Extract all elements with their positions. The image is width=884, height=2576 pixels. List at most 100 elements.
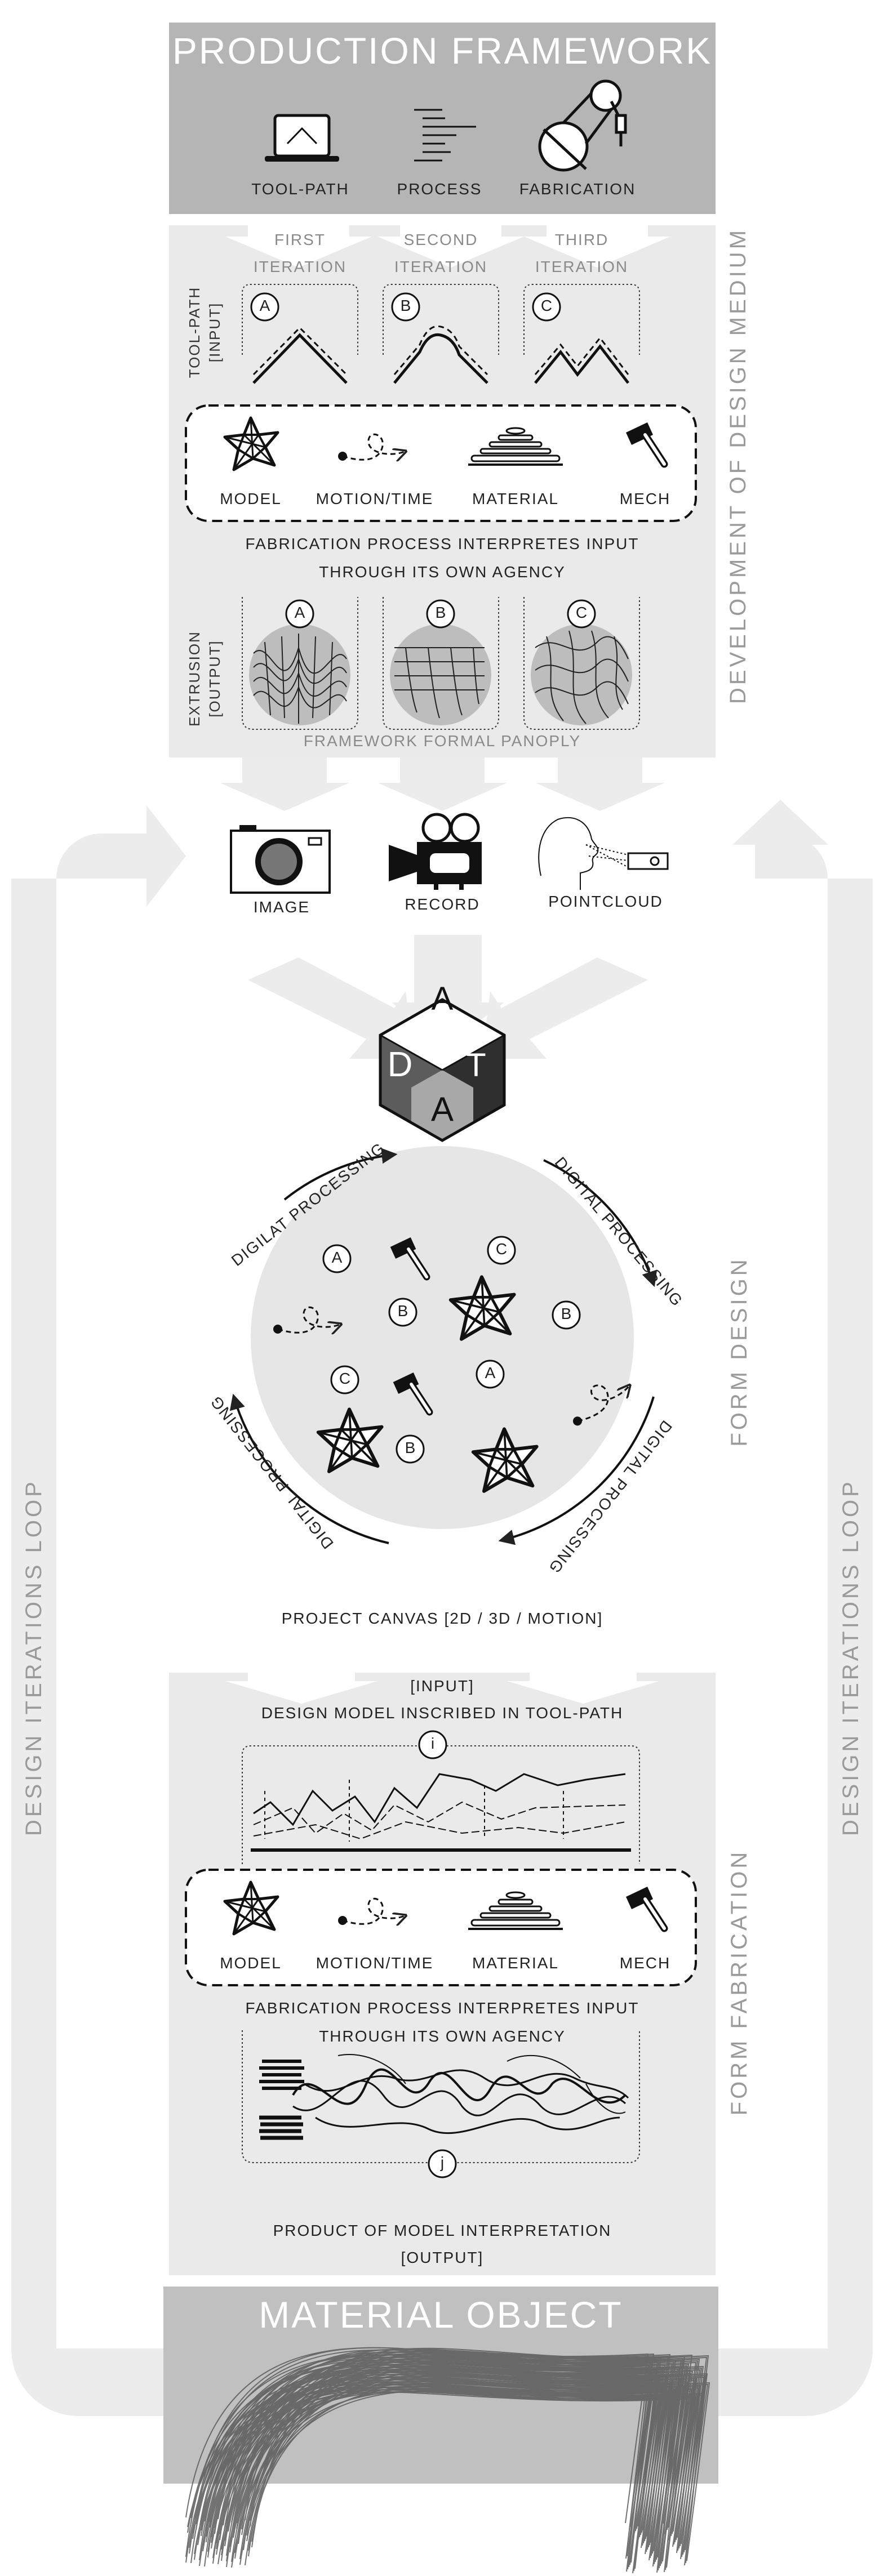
fab-toolpath-lines bbox=[251, 1773, 631, 1852]
medium-process-line2: THROUGH ITS OWN AGENCY bbox=[319, 563, 566, 581]
material-strand bbox=[248, 2385, 651, 2557]
agent-motion-label: MOTION/TIME bbox=[316, 490, 434, 507]
output-letter-circles bbox=[285, 599, 596, 629]
canvas-caption: PROJECT CANVAS [2D / 3D / MOTION] bbox=[281, 1610, 603, 1627]
extrusion-boxes bbox=[242, 597, 640, 730]
input-letter-a: A bbox=[259, 297, 270, 314]
agent-mech-label: MECH bbox=[619, 490, 671, 507]
pointcloud-scan-icon bbox=[538, 817, 669, 890]
iteration-1-line2: ITERATION bbox=[253, 258, 347, 275]
material-strand bbox=[189, 2382, 676, 2554]
input-letter-circles bbox=[250, 292, 561, 322]
iteration-3-line1: THIRD bbox=[554, 231, 609, 248]
output-letter-b: B bbox=[435, 604, 446, 621]
cube-letter-top: A bbox=[431, 981, 454, 1017]
material-strand bbox=[211, 2383, 674, 2543]
data-cube bbox=[379, 998, 506, 1142]
fab-input-line2: DESIGN MODEL INSCRIBED IN TOOL-PATH bbox=[261, 1704, 624, 1722]
medium-down-arrows bbox=[225, 225, 670, 268]
material-strand bbox=[251, 2374, 672, 2548]
iteration-2-line2: ITERATION bbox=[394, 258, 488, 275]
material-strand bbox=[229, 2350, 708, 2553]
fab-process-line1: FABRICATION PROCESS INTERPRETES INPUT bbox=[245, 1999, 639, 2017]
canvas-letter-circles bbox=[322, 1236, 581, 1464]
canvas-letter-7: B bbox=[405, 1439, 416, 1456]
list-lines-icon bbox=[414, 109, 476, 162]
loop-right-label: DESIGN ITERATIONS LOOP bbox=[838, 1479, 863, 1836]
agent-model-label: MODEL bbox=[220, 490, 282, 507]
fab-toolpath-box bbox=[242, 1745, 640, 1864]
capture-down-arrows bbox=[220, 757, 665, 811]
material-strand bbox=[228, 2355, 697, 2532]
canvas-letter-1: A bbox=[331, 1249, 343, 1266]
capture-label-image: IMAGE bbox=[253, 898, 310, 916]
material-strand bbox=[201, 2369, 667, 2531]
iterations-loop-band bbox=[11, 800, 873, 2416]
material-strand bbox=[192, 2349, 669, 2539]
material-strand bbox=[239, 2365, 654, 2565]
canvas-letter-6: A bbox=[485, 1364, 496, 1381]
canvas-letter-4: B bbox=[561, 1305, 572, 1322]
panoply-label: FRAMEWORK FORMAL PANOPLY bbox=[303, 732, 581, 750]
cube-letter-bottom: A bbox=[430, 1090, 454, 1128]
material-strand bbox=[204, 2359, 688, 2573]
fab-agent-mech-label: MECH bbox=[619, 1954, 671, 1972]
material-strand bbox=[214, 2373, 696, 2534]
fab-input-line1: [INPUT] bbox=[410, 1677, 474, 1695]
fab-process-line2: THROUGH ITS OWN AGENCY bbox=[319, 2027, 566, 2045]
marker-i-label: i bbox=[430, 1735, 435, 1752]
marker-j-label: j bbox=[440, 2154, 445, 2171]
fab-agent-model-label: MODEL bbox=[220, 1954, 282, 1972]
fab-agency-box bbox=[185, 1869, 697, 1986]
loop-left-label: DESIGN ITERATIONS LOOP bbox=[21, 1479, 46, 1836]
header-title: PRODUCTION FRAMEWORK bbox=[172, 30, 713, 72]
form-design-side-label: FORM DESIGN bbox=[727, 1256, 752, 1447]
material-strand bbox=[196, 2361, 663, 2525]
fab-output-line1: PRODUCT OF MODEL INTERPRETATION bbox=[273, 2222, 612, 2239]
toolpath-input-label-1: TOOL-PATH bbox=[186, 286, 203, 378]
material-strand bbox=[221, 2353, 682, 2556]
material-strand bbox=[199, 2351, 684, 2566]
material-strand bbox=[224, 2388, 704, 2547]
canvas-letter-2: C bbox=[495, 1240, 508, 1258]
material-object-title: MATERIAL OBJECT bbox=[259, 2294, 623, 2336]
cube-letter-right: T bbox=[466, 1047, 486, 1084]
header-label-toolpath: TOOL-PATH bbox=[251, 180, 349, 198]
canvas-letter-5: C bbox=[339, 1370, 351, 1387]
fab-agent-material-label: MATERIAL bbox=[472, 1954, 559, 1972]
iteration-2-line1: SECOND bbox=[403, 231, 478, 248]
fab-output-scribble bbox=[259, 2054, 629, 2140]
header-label-fabrication: FABRICATION bbox=[519, 180, 636, 198]
extrusion-textures bbox=[253, 630, 629, 724]
output-letter-a: A bbox=[294, 604, 305, 621]
material-strand bbox=[223, 2348, 693, 2526]
processing-arcs bbox=[229, 1148, 658, 1545]
capture-label-pointcloud: POINTCLOUD bbox=[548, 893, 663, 910]
material-strand bbox=[197, 2356, 673, 2546]
material-strand bbox=[238, 2370, 705, 2544]
material-strand bbox=[209, 2366, 692, 2528]
form-fabrication-side-label: FORM FABRICATION bbox=[727, 1849, 752, 2116]
extrusion-label-1: EXTRUSION bbox=[186, 631, 203, 727]
header-label-process: PROCESS bbox=[397, 180, 482, 198]
toolpath-input-label-2: [INPUT] bbox=[206, 302, 223, 363]
material-strand bbox=[202, 2364, 677, 2552]
toolpath-shapes bbox=[252, 325, 629, 384]
material-strand bbox=[226, 2360, 686, 2562]
laptop-icon bbox=[265, 114, 339, 162]
material-strand bbox=[219, 2381, 700, 2541]
marker-j-circle bbox=[428, 2149, 457, 2178]
material-strand bbox=[190, 2354, 659, 2569]
input-letter-c: C bbox=[540, 297, 553, 314]
fab-output-line2: [OUTPUT] bbox=[401, 2249, 484, 2266]
robot-arm-icon bbox=[538, 79, 627, 172]
output-letter-c: C bbox=[575, 604, 588, 621]
agency-box bbox=[185, 404, 697, 522]
material-strand bbox=[231, 2368, 690, 2568]
movie-camera-icon bbox=[389, 813, 482, 890]
material-strand bbox=[185, 2347, 655, 2563]
input-letter-b: B bbox=[400, 297, 411, 314]
extrusion-label-2: [OUTPUT] bbox=[206, 640, 223, 717]
